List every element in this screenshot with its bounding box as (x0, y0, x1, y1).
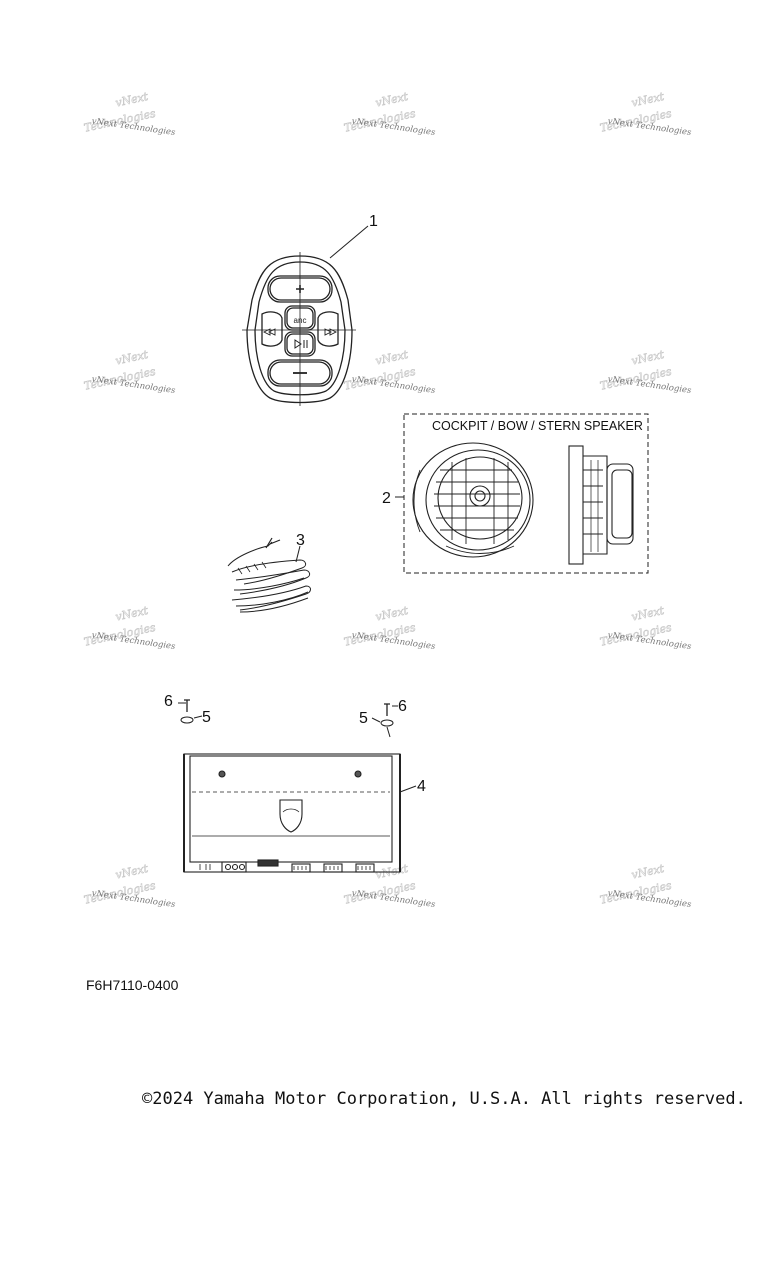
part-wire-harness[interactable] (227, 537, 311, 613)
callout-6-left: 6 (164, 693, 173, 710)
part-remote[interactable]: anc (242, 225, 369, 406)
svg-text:anc: anc (294, 316, 307, 325)
callout-4: 4 (417, 778, 426, 795)
screw-left[interactable] (178, 699, 203, 724)
speaker-front-view (412, 442, 534, 558)
speaker-group[interactable]: COCKPIT / BOW / STERN SPEAKER (395, 413, 649, 574)
callout-3: 3 (296, 532, 305, 549)
svg-text:vNext: vNext (374, 604, 410, 624)
svg-text:vNext: vNext (630, 90, 666, 110)
copyright-notice: ©2024 Yamaha Motor Corporation, U.S.A. A… (142, 1089, 746, 1109)
svg-text:vNext: vNext (630, 862, 666, 882)
speaker-group-title: COCKPIT / BOW / STERN SPEAKER (432, 419, 643, 433)
callout-2: 2 (382, 490, 391, 507)
speaker-side-view (568, 445, 634, 565)
svg-text:vNext: vNext (114, 90, 150, 110)
callout-1: 1 (369, 213, 378, 230)
svg-text:vNext: vNext (374, 348, 410, 368)
screw-right[interactable] (371, 703, 398, 738)
diagram-code: F6H7110-0400 (86, 977, 179, 993)
callout-5-left: 5 (202, 709, 211, 726)
svg-text:vNext: vNext (114, 604, 150, 624)
part-amplifier[interactable] (183, 753, 417, 873)
svg-text:vNext: vNext (630, 604, 666, 624)
callout-6-right: 6 (398, 698, 407, 715)
svg-text:vNext: vNext (374, 90, 410, 110)
svg-text:vNext: vNext (114, 348, 150, 368)
callout-5-right: 5 (359, 710, 368, 727)
svg-text:vNext: vNext (630, 348, 666, 368)
svg-text:vNext: vNext (114, 862, 150, 882)
